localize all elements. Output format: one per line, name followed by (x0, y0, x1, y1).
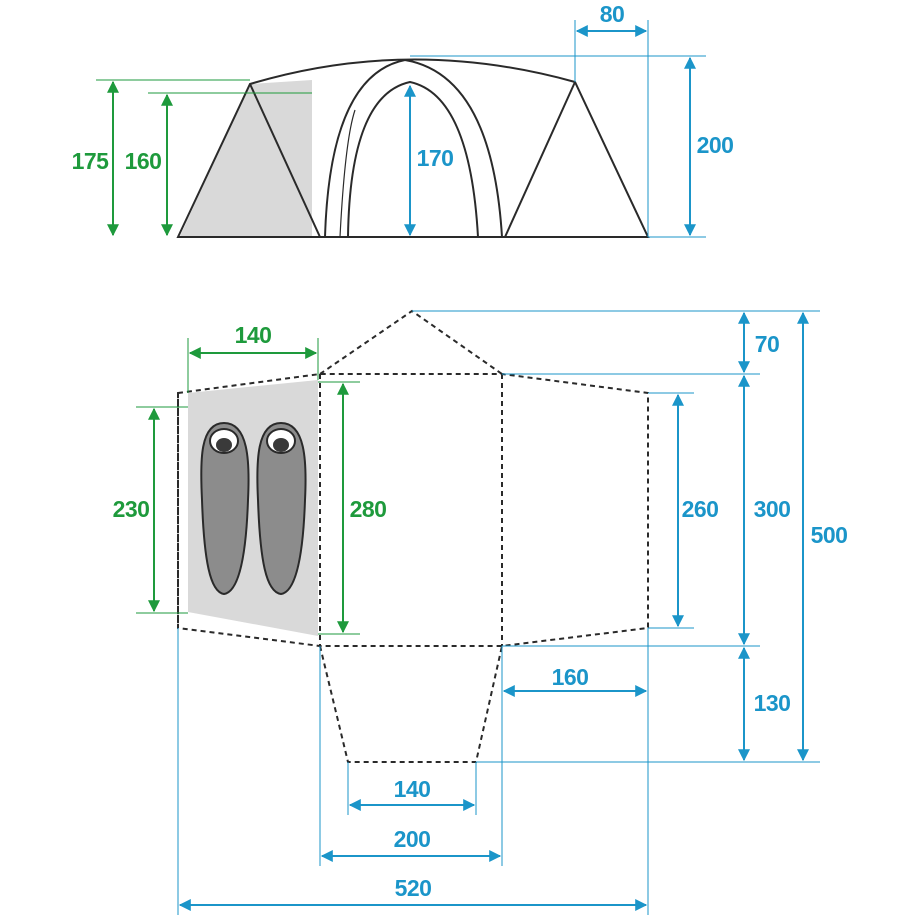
side-right-pole (504, 81, 576, 238)
sleeping-bag-right (256, 421, 307, 596)
floor-plan: 140 230 280 260 70 300 130 500 160 140 (113, 309, 848, 915)
dim-200-plan-label: 200 (394, 826, 431, 852)
dim-200-label: 200 (697, 132, 734, 158)
side-left-pole (249, 83, 321, 238)
side-door-zip (339, 109, 356, 238)
sleeping-bag-left (200, 421, 250, 596)
dim-160-label: 160 (125, 148, 162, 174)
side-door-arch-inner (347, 80, 479, 238)
dim-280-label: 280 (350, 496, 387, 522)
dim-140-top-label: 140 (235, 322, 272, 348)
side-grey-panel (180, 80, 312, 236)
dim-230-label: 230 (113, 496, 150, 522)
dim-130-label: 130 (754, 690, 791, 716)
dim-260-label: 260 (682, 496, 719, 522)
dim-160-label: 160 (552, 664, 589, 690)
dim-300-label: 300 (754, 496, 791, 522)
dim-140-bottom-label: 140 (394, 776, 431, 802)
dim-520-label: 520 (395, 875, 432, 901)
dim-70-label: 70 (755, 331, 780, 357)
side-outer-outline (176, 58, 650, 238)
side-view: 175 160 170 200 80 (72, 1, 734, 238)
side-door-arch-outer (324, 58, 503, 238)
dim-175-label: 175 (72, 148, 110, 174)
dim-500-label: 500 (811, 522, 848, 548)
dim-170-label: 170 (417, 145, 454, 171)
dim-80-label: 80 (600, 1, 625, 27)
